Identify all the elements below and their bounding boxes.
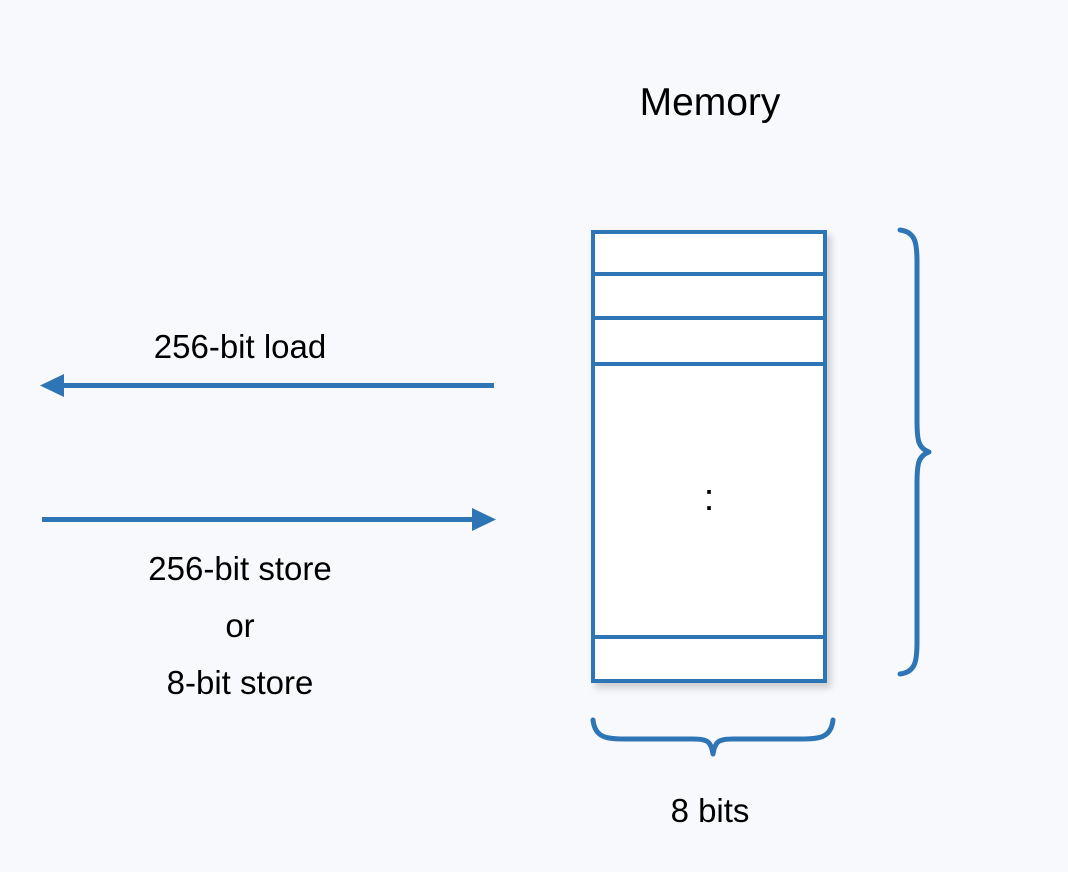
store-arrow bbox=[38, 502, 498, 538]
store-arrow-label-line-2: or bbox=[225, 607, 255, 644]
memory-cell-row-3 bbox=[595, 320, 823, 366]
store-arrow-label-line-3: 8-bit store bbox=[166, 664, 314, 701]
bottom-brace-label: 8 bits bbox=[670, 792, 750, 829]
load-arrow bbox=[38, 368, 498, 404]
bottom-brace bbox=[585, 712, 841, 777]
memory-cell-row-ellipsis: : bbox=[595, 366, 823, 639]
load-arrow-icon bbox=[40, 374, 494, 397]
memory-cell-row-1 bbox=[595, 234, 823, 276]
right-brace bbox=[880, 222, 950, 687]
memory-cell-row-2 bbox=[595, 276, 823, 320]
memory-block: : bbox=[591, 230, 827, 683]
load-arrow-label: 256-bit load bbox=[153, 328, 327, 365]
memory-cell-row-last bbox=[595, 639, 823, 679]
page-title: Memory bbox=[639, 81, 781, 124]
vertical-ellipsis-glyph: : bbox=[703, 476, 715, 519]
store-arrow-icon bbox=[42, 508, 496, 531]
store-arrow-label-line-1: 256-bit store bbox=[148, 550, 332, 587]
bottom-curly-brace-icon bbox=[590, 717, 836, 757]
right-curly-brace-icon bbox=[897, 227, 932, 677]
store-arrow-label-group: 256-bit store or 8-bit store bbox=[0, 540, 480, 711]
